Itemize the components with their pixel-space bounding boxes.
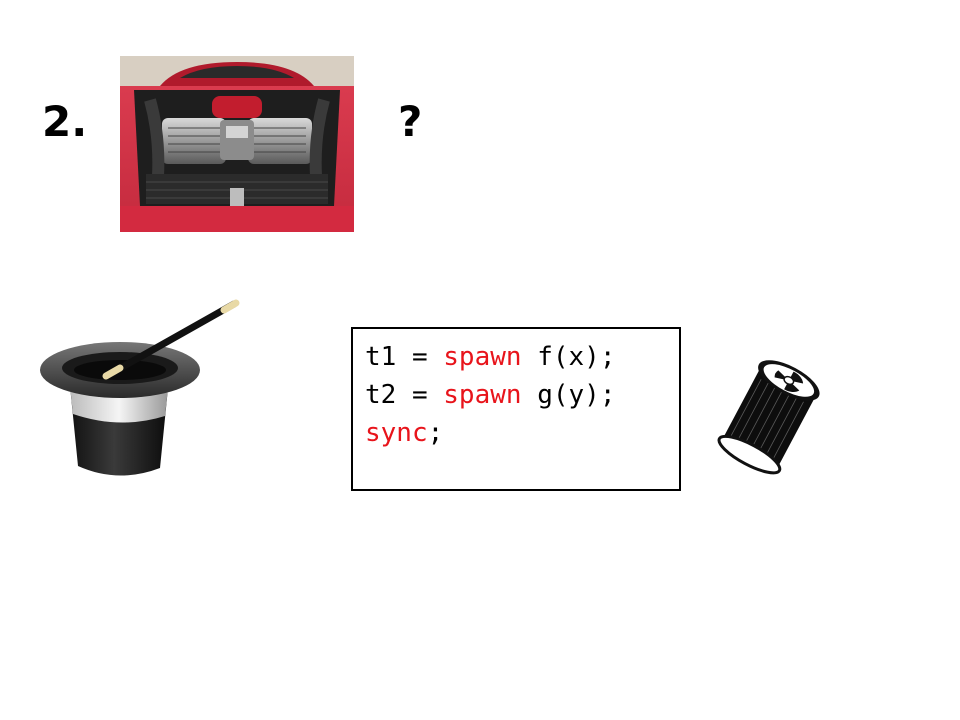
slide-number-label: 2. xyxy=(42,97,88,146)
engine-photo xyxy=(120,56,354,232)
code-keyword: spawn xyxy=(443,380,522,410)
code-line-1: t1 = spawn f(x); xyxy=(365,338,679,376)
code-line-3: sync; xyxy=(365,414,679,452)
code-text: f(x); xyxy=(521,342,616,372)
code-line-2: t2 = spawn g(y); xyxy=(365,376,679,414)
code-text: ; xyxy=(427,418,444,448)
code-keyword: spawn xyxy=(443,342,522,372)
thread-spool-icon xyxy=(717,360,820,475)
code-text: t2 = xyxy=(365,380,444,410)
code-box: t1 = spawn f(x); t2 = spawn g(y); sync; xyxy=(351,327,681,491)
code-keyword: sync xyxy=(365,418,428,448)
code-text: t1 = xyxy=(365,342,444,372)
question-mark: ? xyxy=(398,97,423,146)
magic-hat-with-wand-icon xyxy=(40,299,240,476)
code-text: g(y); xyxy=(521,380,616,410)
